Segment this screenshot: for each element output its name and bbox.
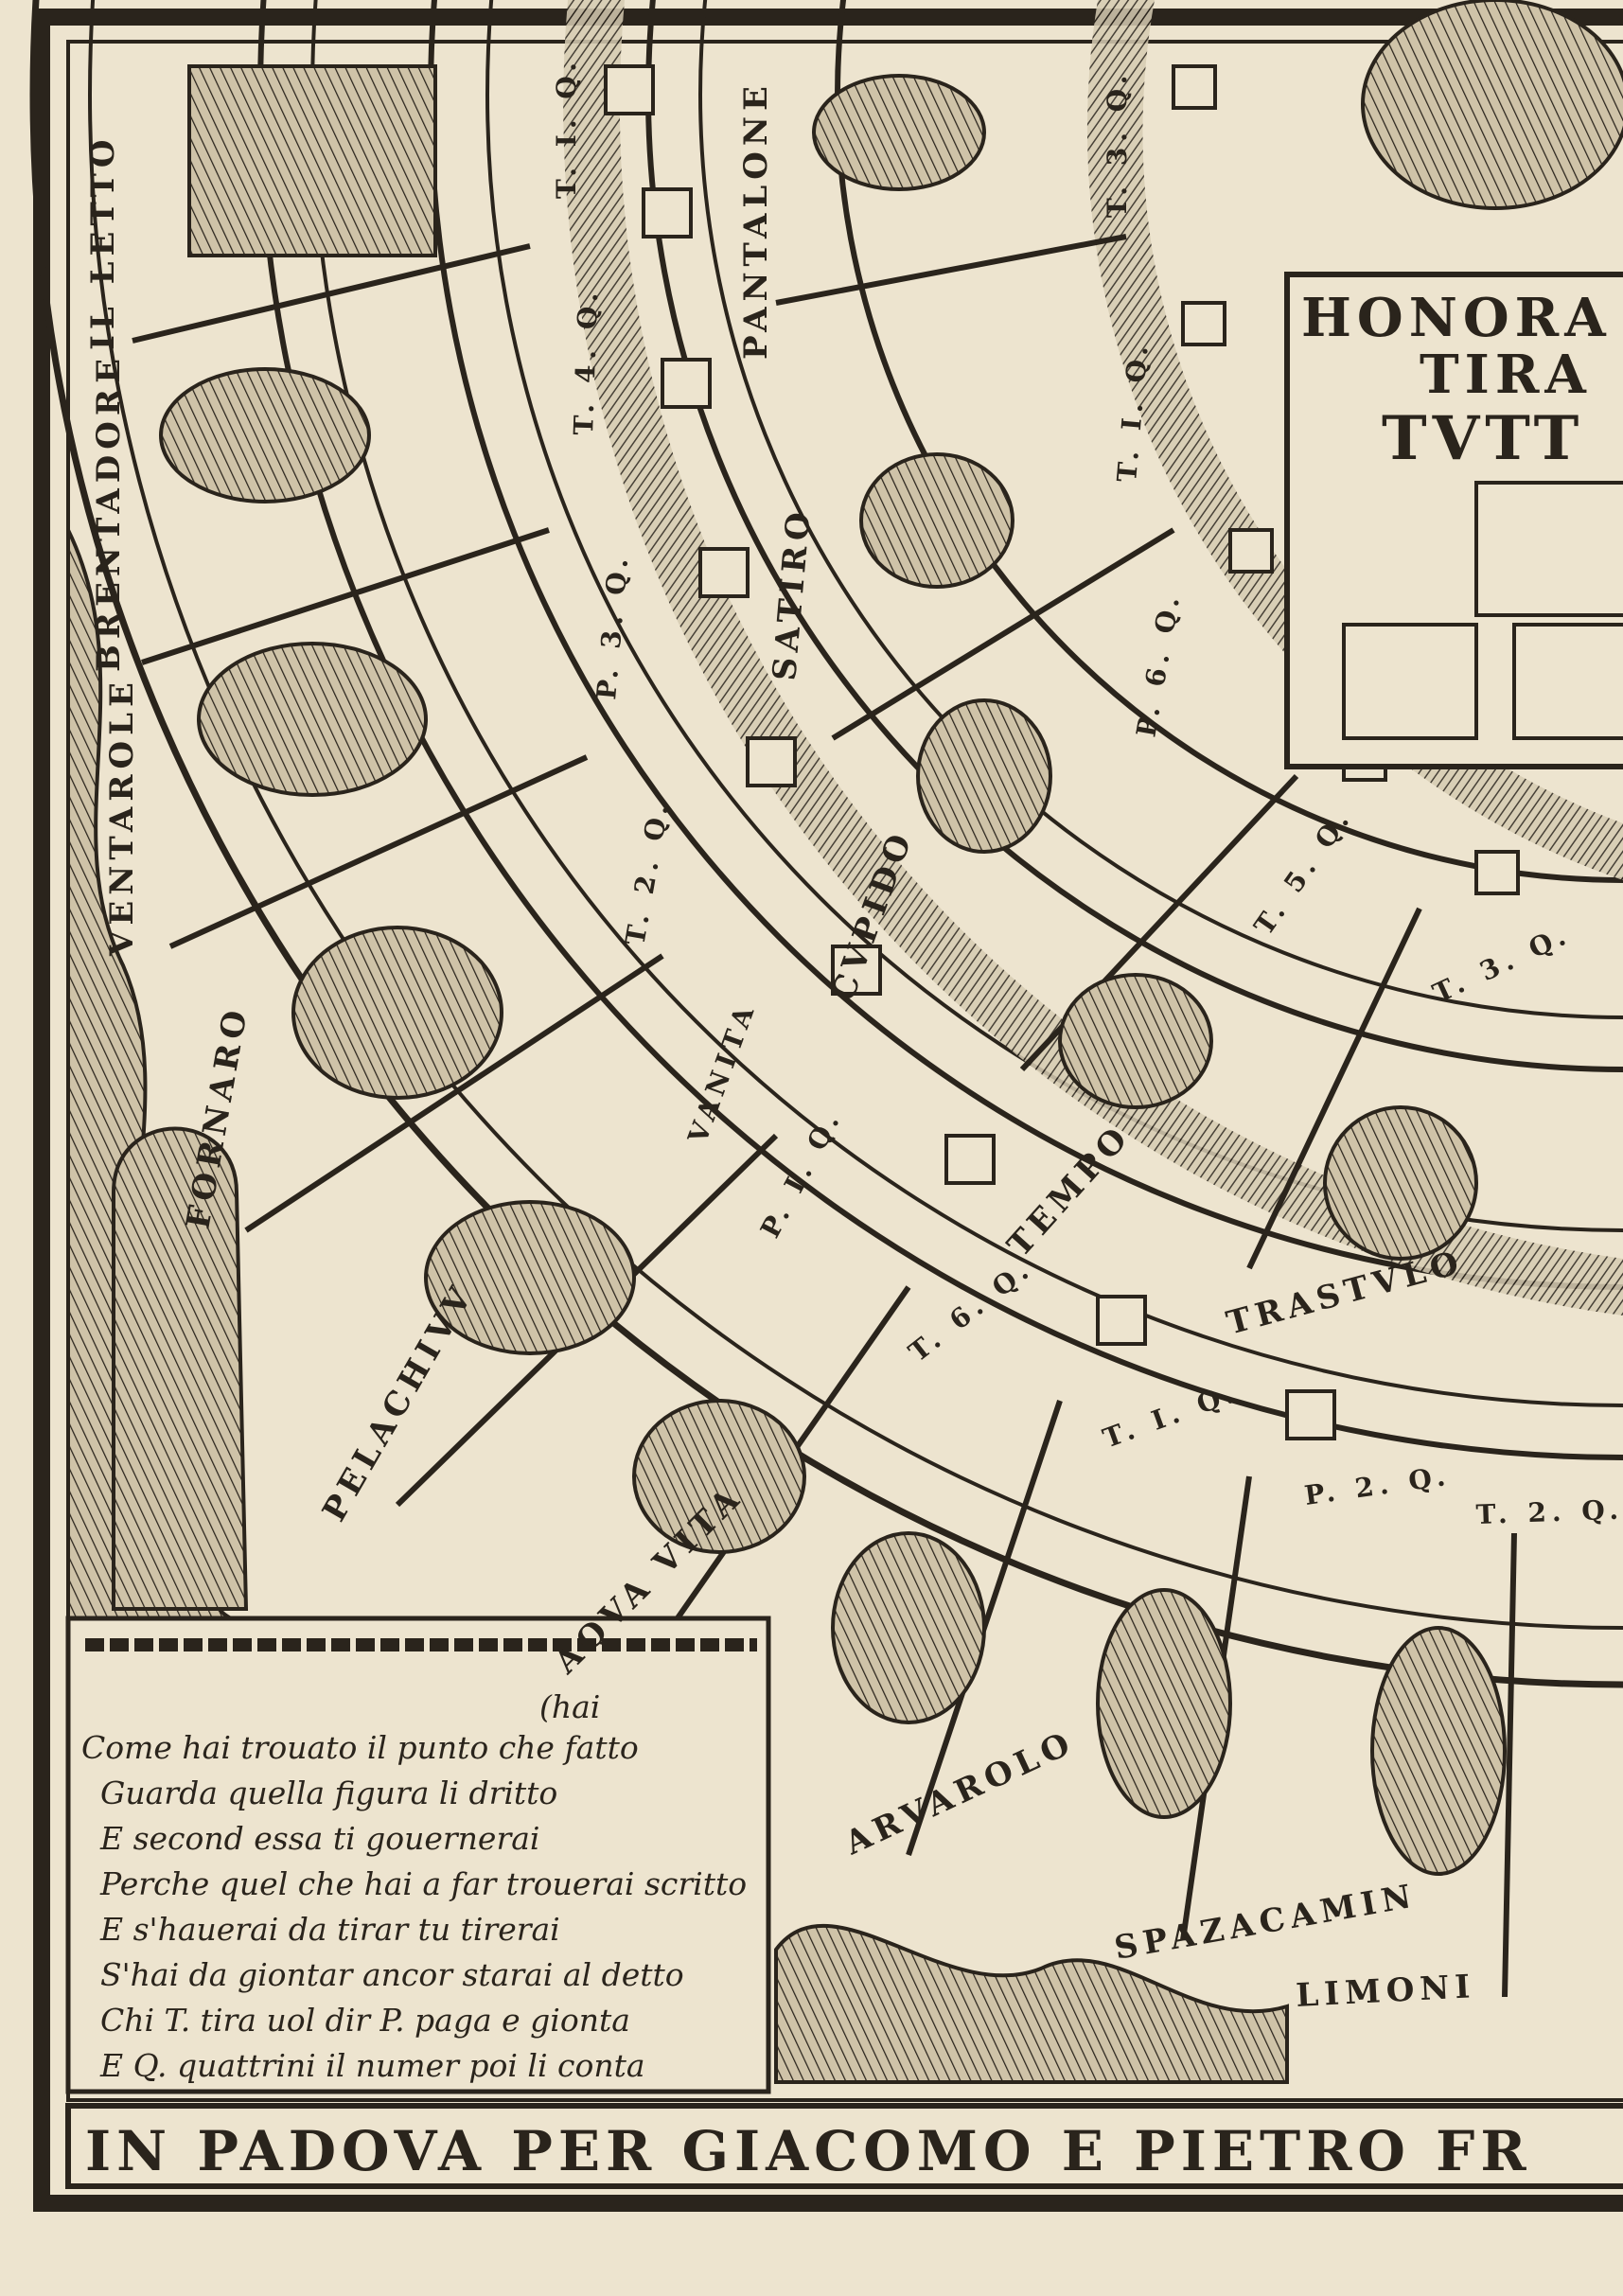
verse-panel	[65, 1616, 771, 2094]
dice-code-label: T. 4. Q.	[568, 287, 604, 436]
center-title: HONORA TIRA TVTT	[1301, 287, 1612, 474]
verse-lines: (hai Come hai trouato il punto che fatto…	[81, 1688, 747, 2084]
character-figure-icon	[916, 698, 1052, 854]
dice-square-icon	[1285, 1389, 1336, 1440]
ring-label: VENTAROLE	[103, 677, 141, 957]
figures	[112, 0, 1623, 1876]
dice-code-label: T. 2. Q.	[1475, 1494, 1623, 1530]
character-figure-icon	[424, 1200, 636, 1355]
character-figure-icon	[1370, 1626, 1507, 1876]
dice-squares	[604, 64, 1520, 1440]
dice-square-icon	[1228, 528, 1274, 574]
ring-label: PANTALONE	[737, 80, 775, 360]
verse-line: Guarda quella figura li dritto	[100, 1775, 557, 1811]
dice-square-icon	[1096, 1295, 1147, 1346]
verse-line: E second essa ti gouernerai	[99, 1820, 539, 1857]
ring-label: BRENTADORE	[90, 353, 128, 672]
dice-square-icon	[831, 945, 882, 996]
center-dice	[1342, 481, 1623, 740]
verse-line: Perche quel che hai a far trouerai scrit…	[99, 1865, 747, 1902]
dice-code-label: T. 3. Q.	[1102, 70, 1133, 218]
verse-line: S'hai da giontar ancor starai al detto	[100, 1956, 684, 1993]
ring-label: LIMONI	[1295, 1968, 1476, 2015]
outer-frame	[33, 9, 1623, 2212]
dice-square-icon	[1172, 64, 1217, 110]
dice-code-label: T. I. Q.	[551, 57, 582, 199]
character-figure-icon	[831, 1531, 986, 1724]
verse-line: E s'hauerai da tirar tu tirerai	[99, 1911, 560, 1948]
character-figure-icon	[1096, 1588, 1232, 1819]
center-title-line: TIRA	[1420, 344, 1592, 406]
character-figure-icon	[291, 926, 503, 1100]
center-title-line: HONORA	[1301, 287, 1612, 349]
scroll-ornament-icon	[774, 1924, 1289, 2084]
verse-line: (hai	[539, 1688, 600, 1725]
character-figure-icon	[632, 1399, 806, 1554]
verse-line: Chi T. tira uol dir P. paga e gionta	[100, 2002, 630, 2039]
imprint-text: IN PADOVA PER GIACOMO E PIETRO FR	[85, 2119, 1532, 2183]
character-figure-icon	[159, 367, 371, 503]
dice-square-icon	[1474, 850, 1520, 895]
character-figure-icon	[1361, 0, 1623, 210]
character-figure-icon	[812, 74, 986, 191]
ring-label: IL LETTO	[84, 134, 122, 350]
bed-figure-icon	[187, 64, 437, 257]
dice-square-icon	[1181, 301, 1226, 346]
imprint-band	[65, 2103, 1623, 2189]
character-figure-icon	[197, 642, 428, 797]
verse-line: E Q. quattrini il numer poi li conta	[99, 2047, 645, 2084]
lion-figure-icon	[112, 1126, 249, 1611]
dice-square-icon	[661, 358, 712, 409]
dice-square-icon	[746, 736, 797, 787]
character-figure-icon	[859, 452, 1014, 589]
character-figure-icon	[1058, 973, 1213, 1109]
dice-square-icon	[642, 187, 693, 238]
character-figure-icon	[1323, 1105, 1478, 1261]
dice-square-icon	[698, 547, 750, 598]
dice-square-icon	[944, 1134, 996, 1185]
center-title-line: TVTT	[1382, 403, 1584, 474]
verse-line: Come hai trouato il punto che fatto	[81, 1729, 639, 1766]
dice-square-icon	[604, 64, 655, 115]
